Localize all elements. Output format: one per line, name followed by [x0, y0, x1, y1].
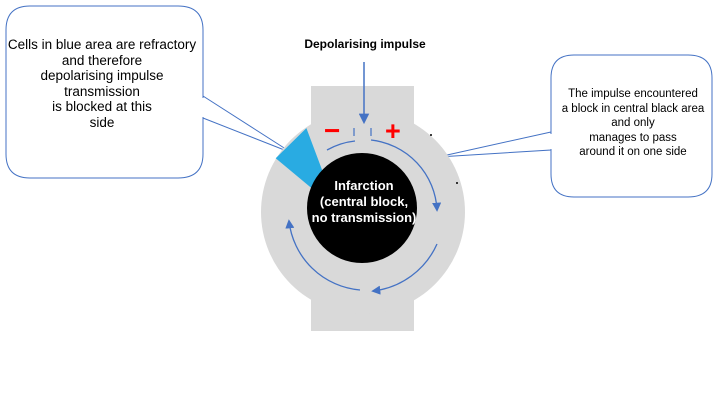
plus-sign: + [385, 116, 401, 146]
reentry-path-left [285, 219, 361, 291]
minus-sign: − [324, 115, 341, 146]
right-callout-pointer [437, 131, 552, 158]
left-callout-text: Cells in blue area are refractory and th… [7, 37, 197, 130]
right-callout-text: The impulse encountered a block in centr… [561, 88, 705, 158]
left-callout-bubble [5, 5, 204, 179]
right-callout-bubble [550, 54, 713, 198]
reentry-path-bottom [371, 243, 438, 295]
infarction-core [307, 153, 417, 263]
infarction-label: Infarction (central block, no transmissi… [311, 178, 417, 225]
impulse-label: Depolarising impulse [304, 37, 426, 51]
stray-dot [430, 134, 432, 136]
reentry-path-right [370, 139, 442, 212]
stray-dot [456, 182, 458, 184]
left-callout-pointer [202, 95, 293, 154]
reentry-path-top [326, 140, 356, 151]
refractory-zone [275, 128, 324, 191]
